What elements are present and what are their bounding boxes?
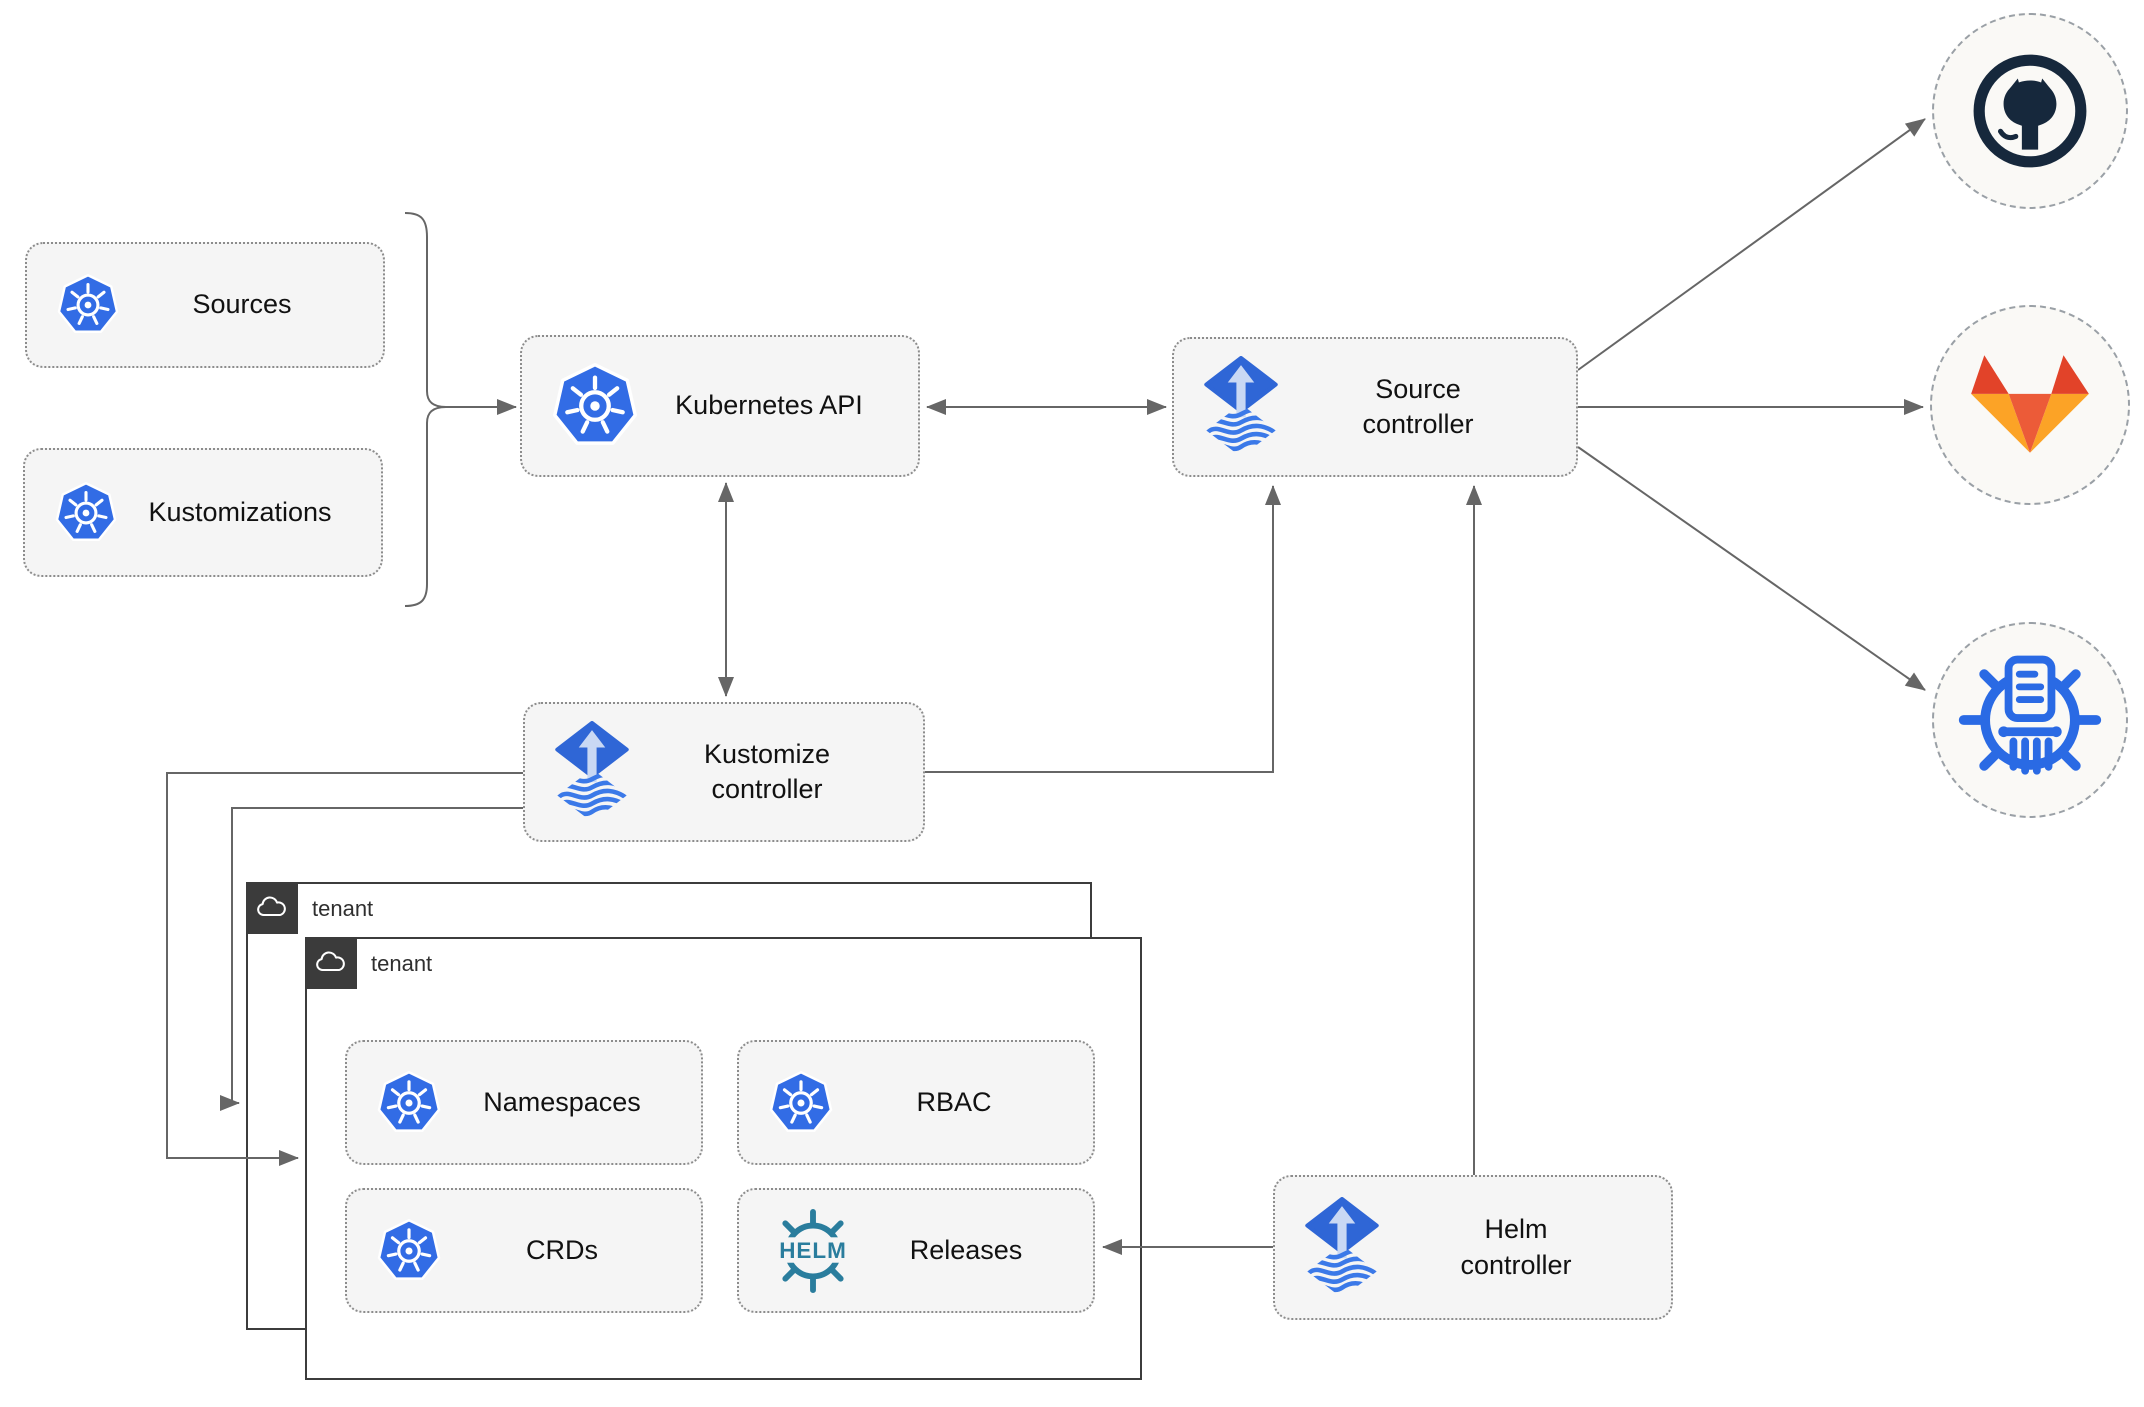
node-label: Sources bbox=[192, 289, 292, 320]
gitlab-icon bbox=[1971, 355, 2089, 453]
kubernetes-icon bbox=[769, 1070, 833, 1132]
tenant-label: tenant bbox=[312, 896, 374, 921]
helm-wordmark: HELM bbox=[779, 1237, 847, 1262]
node-label: Releases bbox=[909, 1234, 1023, 1265]
tenant-tab bbox=[305, 937, 357, 989]
node-namespaces: Namespaces bbox=[345, 1040, 703, 1165]
flux-icon bbox=[1305, 1197, 1379, 1299]
node-crds: CRDs bbox=[345, 1188, 703, 1313]
node-kustomizations: Kustomizations bbox=[23, 448, 383, 577]
brace-sources-kustomizations bbox=[404, 212, 447, 607]
node-label: Kubernetes API bbox=[675, 390, 863, 421]
endpoint-gitlab bbox=[1930, 305, 2130, 505]
node-kubernetes-api: Kubernetes API bbox=[520, 335, 920, 477]
node-label: Source controller bbox=[1278, 372, 1576, 442]
node-label-text: Kustomize controller bbox=[703, 738, 831, 804]
kubernetes-icon bbox=[377, 1070, 441, 1132]
node-rbac: RBAC bbox=[737, 1040, 1095, 1165]
github-icon bbox=[1969, 50, 2091, 172]
node-source-controller: Source controller bbox=[1172, 337, 1578, 477]
helm-icon: HELM bbox=[769, 1207, 857, 1295]
tenant-label: tenant bbox=[371, 951, 433, 976]
flux-icon bbox=[555, 721, 629, 823]
chartmuseum-icon bbox=[1952, 642, 2108, 798]
node-label: Namespaces bbox=[483, 1086, 641, 1117]
node-label: RBAC bbox=[916, 1086, 992, 1117]
cloud-icon bbox=[257, 896, 286, 916]
flux-icon bbox=[1204, 356, 1278, 458]
node-label: CRDs bbox=[526, 1234, 598, 1265]
node-label: Kustomizations bbox=[148, 496, 332, 527]
kubernetes-icon bbox=[377, 1218, 441, 1280]
kubernetes-icon bbox=[57, 274, 119, 334]
node-sources: Sources bbox=[25, 242, 385, 368]
node-helm-controller: Helm controller bbox=[1273, 1175, 1673, 1320]
node-label-text: Helm controller bbox=[1460, 1214, 1572, 1280]
arrow-source-controller-to-chart-repository bbox=[1577, 446, 1926, 691]
endpoint-github bbox=[1932, 13, 2128, 209]
node-label: Kustomize controller bbox=[629, 737, 923, 807]
endpoint-chart-repository bbox=[1932, 622, 2128, 818]
cloud-icon bbox=[316, 951, 345, 971]
node-label: Helm controller bbox=[1379, 1212, 1671, 1282]
node-label-text: Source controller bbox=[1362, 373, 1474, 439]
node-kustomize-controller: Kustomize controller bbox=[523, 702, 925, 842]
node-releases: HELM Releases bbox=[737, 1188, 1095, 1313]
kubernetes-icon bbox=[552, 363, 638, 449]
kubernetes-icon bbox=[55, 481, 117, 541]
arrow-source-controller-to-github bbox=[1577, 118, 1926, 371]
tenant-tab bbox=[246, 882, 298, 934]
arrow-kustomize-controller-to-source-controller bbox=[925, 485, 1281, 773]
